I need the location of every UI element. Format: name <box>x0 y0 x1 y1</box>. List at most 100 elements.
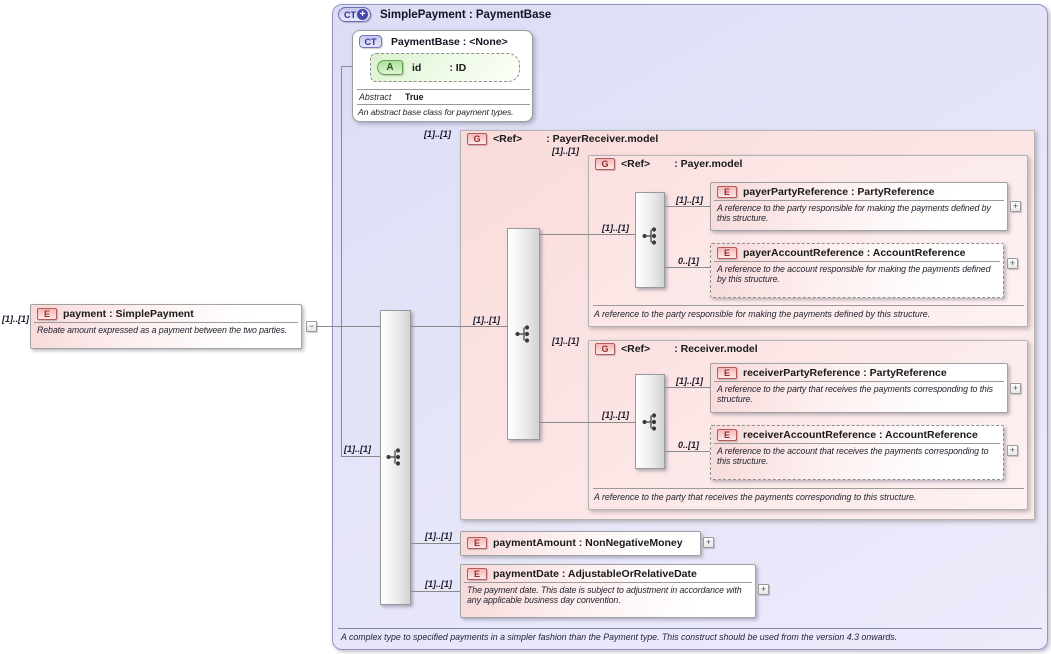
connector-line <box>665 387 710 388</box>
connector-line <box>341 66 352 67</box>
attribute-badge-icon: A <box>377 60 403 75</box>
payer-sequence-cardinality: [1]..[1] <box>602 223 629 233</box>
complex-type-footer-divider <box>338 628 1042 629</box>
abstract-value: True <box>405 92 424 102</box>
element-description: A reference to the account that receives… <box>714 443 1000 470</box>
group-ref-name: <Ref> <box>621 158 651 170</box>
payment-collapse-button[interactable]: − <box>306 321 317 332</box>
payment-date-cardinality: [1]..[1] <box>425 579 452 589</box>
receiver-party-cardinality: [1]..[1] <box>676 376 703 386</box>
payer-receiver-sequence-cardinality: [1]..[1] <box>473 315 500 325</box>
sequence-icon <box>386 448 401 466</box>
payment-element-box[interactable]: E payment : SimplePayment Rebate amount … <box>30 304 302 349</box>
element-badge-icon: E <box>717 367 737 379</box>
payment-base-title: PaymentBase : <None> <box>391 35 508 48</box>
payment-date-box[interactable]: E paymentDate : AdjustableOrRelativeDate… <box>460 564 756 618</box>
complex-type-badge: CT + <box>338 7 371 22</box>
connector-line <box>411 326 507 327</box>
complex-type-title: SimplePayment : PaymentBase <box>380 8 552 21</box>
sequence-icon <box>642 413 657 431</box>
expand-button[interactable]: + <box>1010 201 1021 212</box>
payment-amount-box[interactable]: E paymentAmount : NonNegativeMoney <box>460 531 701 556</box>
payer-group-footer: A reference to the party responsible for… <box>594 309 931 319</box>
payer-receiver-group-header: G <Ref> : PayerReceiver.model <box>467 133 658 145</box>
payment-amount-cardinality: [1]..[1] <box>425 531 452 541</box>
receiver-group-footer: A reference to the party that receives t… <box>594 492 917 502</box>
receiver-party-reference-box[interactable]: E receiverPartyReference : PartyReferenc… <box>710 363 1008 413</box>
payment-element-title: payment : SimplePayment <box>63 308 194 320</box>
connector-line <box>540 422 635 423</box>
element-badge-icon: E <box>467 568 487 580</box>
element-badge-icon: E <box>37 308 57 320</box>
element-header: E receiverPartyReference : PartyReferenc… <box>711 364 1007 381</box>
expand-button[interactable]: + <box>703 537 714 548</box>
element-header: E payerPartyReference : PartyReference <box>711 183 1007 200</box>
payer-account-reference-box[interactable]: E payerAccountReference : AccountReferen… <box>710 243 1004 298</box>
complex-type-footer: A complex type to specified payments in … <box>341 632 898 642</box>
element-description: A reference to the party that receives t… <box>714 381 1004 408</box>
payment-cardinality: [1]..[1] <box>2 314 29 324</box>
element-title: paymentDate : AdjustableOrRelativeDate <box>493 568 697 580</box>
group-type: : PayerReceiver.model <box>546 133 659 145</box>
attribute-name: id <box>412 61 422 74</box>
element-title: payerPartyReference : PartyReference <box>743 186 935 198</box>
element-badge-icon: E <box>717 429 737 441</box>
element-badge-icon: E <box>717 186 737 198</box>
element-badge-icon: E <box>467 537 487 549</box>
group-type: : Payer.model <box>674 158 743 170</box>
element-description: A reference to the account responsible f… <box>714 261 1000 288</box>
payer-party-reference-box[interactable]: E payerPartyReference : PartyReference A… <box>710 182 1008 231</box>
connector-line <box>411 591 460 592</box>
receiver-group-header: G <Ref> : Receiver.model <box>595 343 758 355</box>
element-description: The payment date. This date is subject t… <box>464 582 752 609</box>
receiver-account-reference-box[interactable]: E receiverAccountReference : AccountRefe… <box>710 425 1004 480</box>
abstract-label: Abstract <box>359 92 392 102</box>
connector-line <box>317 326 380 327</box>
connector-line <box>665 451 710 452</box>
element-title: receiverAccountReference : AccountRefere… <box>743 429 978 441</box>
group-type: : Receiver.model <box>674 343 758 355</box>
payer-account-cardinality: 0..[1] <box>678 256 700 266</box>
expand-button[interactable]: + <box>1007 445 1018 456</box>
group-badge-icon: G <box>595 343 615 355</box>
element-badge-icon: E <box>717 247 737 259</box>
divider <box>357 104 530 105</box>
attribute-id-box[interactable]: A id : ID <box>370 53 520 82</box>
group-ref-name: <Ref> <box>493 133 523 145</box>
complex-type-header: CT + SimplePayment : PaymentBase <box>338 7 551 22</box>
expand-button[interactable]: + <box>758 584 769 595</box>
payer-group-cardinality: [1]..[1] <box>552 146 579 156</box>
expand-button[interactable]: + <box>1007 258 1018 269</box>
payment-element-description: Rebate amount expressed as a payment bet… <box>34 322 298 338</box>
payment-base-header: CT PaymentBase : <None> <box>359 35 508 48</box>
extension-plus-icon: + <box>357 9 368 20</box>
connector-line <box>411 543 460 544</box>
ct-badge-icon: CT <box>359 35 382 48</box>
receiver-sequence-cardinality: [1]..[1] <box>602 410 629 420</box>
group-footer-divider <box>593 305 1024 306</box>
group-badge-icon: G <box>595 158 615 170</box>
ct-badge-label: CT <box>344 9 356 20</box>
group-footer-divider <box>593 488 1024 489</box>
payer-receiver-cardinality: [1]..[1] <box>424 129 451 139</box>
divider <box>357 89 530 90</box>
element-header: E paymentAmount : NonNegativeMoney <box>461 532 700 551</box>
receiver-group-cardinality: [1]..[1] <box>552 336 579 346</box>
content-sequence-cardinality: [1]..[1] <box>344 444 371 454</box>
connector-line <box>665 206 710 207</box>
payer-group-header: G <Ref> : Payer.model <box>595 158 742 170</box>
connector-line <box>341 456 380 457</box>
element-header: E paymentDate : AdjustableOrRelativeDate <box>461 565 755 582</box>
element-title: payerAccountReference : AccountReference <box>743 247 966 259</box>
element-title: paymentAmount : NonNegativeMoney <box>493 537 683 549</box>
connector-line <box>341 66 342 456</box>
sequence-icon <box>642 227 657 245</box>
element-description: A reference to the party responsible for… <box>714 200 1004 227</box>
attribute-type: : ID <box>449 61 467 74</box>
sequence-bar <box>635 192 665 288</box>
payment-element-header: E payment : SimplePayment <box>31 305 301 322</box>
expand-button[interactable]: + <box>1010 383 1021 394</box>
payer-party-cardinality: [1]..[1] <box>676 195 703 205</box>
payment-base-box[interactable]: CT PaymentBase : <None> A id : ID Abstra… <box>352 30 533 122</box>
